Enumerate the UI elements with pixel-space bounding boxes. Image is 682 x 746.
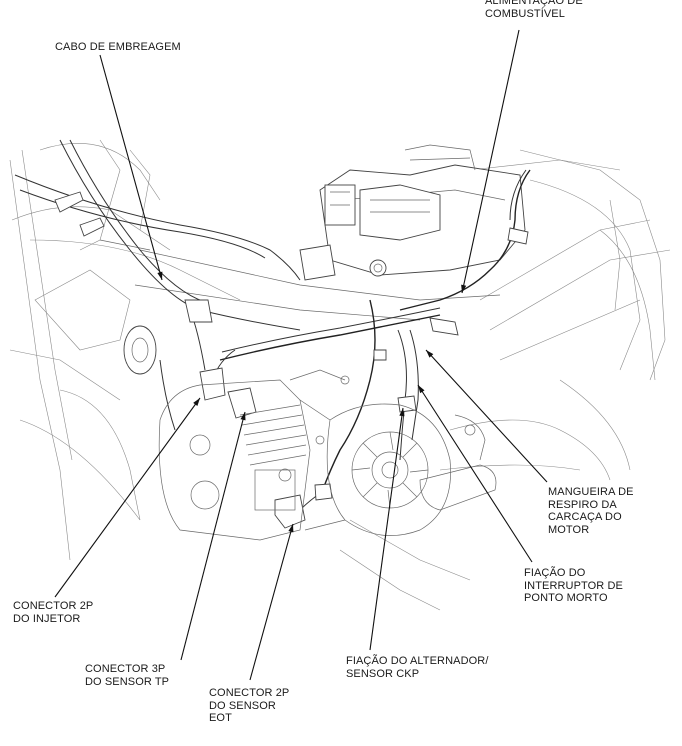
callout-line: MOTOR [548,523,590,536]
arrowhead-alternator-ckp-wire [399,408,405,417]
callout-line: DO INJETOR [13,612,81,625]
callout-line: MANGUEIRA DE [548,486,634,498]
leader-line-fuel-feed [461,29,520,294]
callout-line: SENSOR CKP [346,667,420,680]
throttle-body [299,144,526,281]
arrowhead-fuel-feed [461,284,467,293]
callout-line: CONECTOR 2P [209,687,290,699]
callout-line: INTERRUPTOR DE [524,579,623,592]
frame-tube [99,239,501,321]
label-clutch-cable: CABO DE EMBREAGEM [55,41,181,54]
callout-line: PONTO MORTO [524,592,608,604]
leader-line-tp-sensor-connector [180,411,246,661]
leader-line-eot-sensor-connector [249,523,294,681]
callout-line: CONECTOR 3P [85,663,166,675]
engine-block [158,369,486,541]
cables [14,139,531,529]
arrowhead-clutch-cable [157,271,163,280]
leader-line-injector-connector [54,397,201,598]
label-alternator-ckp-wire: FIAÇÃO DO ALTERNADOR/SENSOR CKP [346,655,488,680]
leader-line-alternator-ckp-wire [369,407,404,651]
frame-outline [9,139,671,611]
leader-lines [54,29,548,681]
callout-line: CONECTOR 2P [13,600,94,612]
arrowhead-tp-sensor-connector [240,412,246,421]
callout-line: FIAÇÃO DO [524,567,586,579]
arrowhead-injector-connector [193,398,200,406]
leader-line-clutch-cable [99,54,163,281]
callout-line: CARCAÇA DO [548,511,622,523]
leader-line-crankcase-breather-hose [425,349,548,483]
callout-line: CABO DE EMBREAGEM [55,41,181,53]
callout-line: RESPIRO DA [548,498,617,511]
arrowhead-neutral-switch-wire [418,385,425,394]
callout-line: FIAÇÃO DO ALTERNADOR/ [346,655,489,667]
callout-line: DO SENSOR TP [85,675,170,688]
callout-line: EOT [209,712,232,724]
arrowhead-crankcase-breather-hose [426,350,434,358]
leader-line-neutral-switch-wire [417,384,533,563]
callout-line: COMBUSTÍVEL [485,7,565,20]
callout-line: DO SENSOR [209,699,276,712]
arrowhead-eot-sensor-connector [288,524,294,533]
callout-line: ALIMENTAÇÃO DE [485,0,583,7]
